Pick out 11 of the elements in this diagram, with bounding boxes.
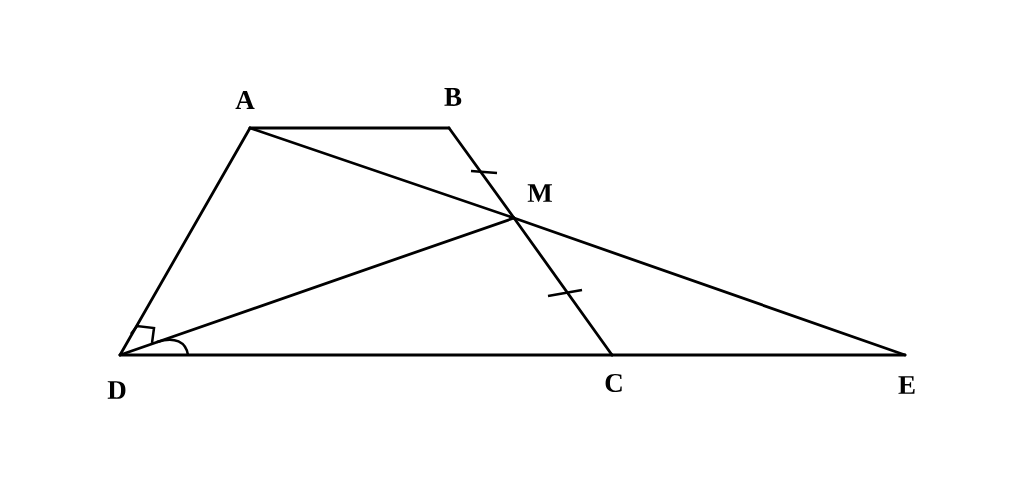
- line-segment: [447, 126, 516, 220]
- point-label: D: [107, 381, 126, 399]
- point-label: E: [898, 376, 915, 394]
- line-segment: [512, 216, 907, 357]
- line-segment: [118, 216, 516, 357]
- point-label: A: [235, 91, 255, 109]
- point-label: B: [444, 88, 462, 106]
- line-segment: [248, 126, 516, 220]
- point-label: C: [605, 373, 622, 393]
- point-label: M: [527, 184, 552, 202]
- line-segment: [118, 126, 252, 357]
